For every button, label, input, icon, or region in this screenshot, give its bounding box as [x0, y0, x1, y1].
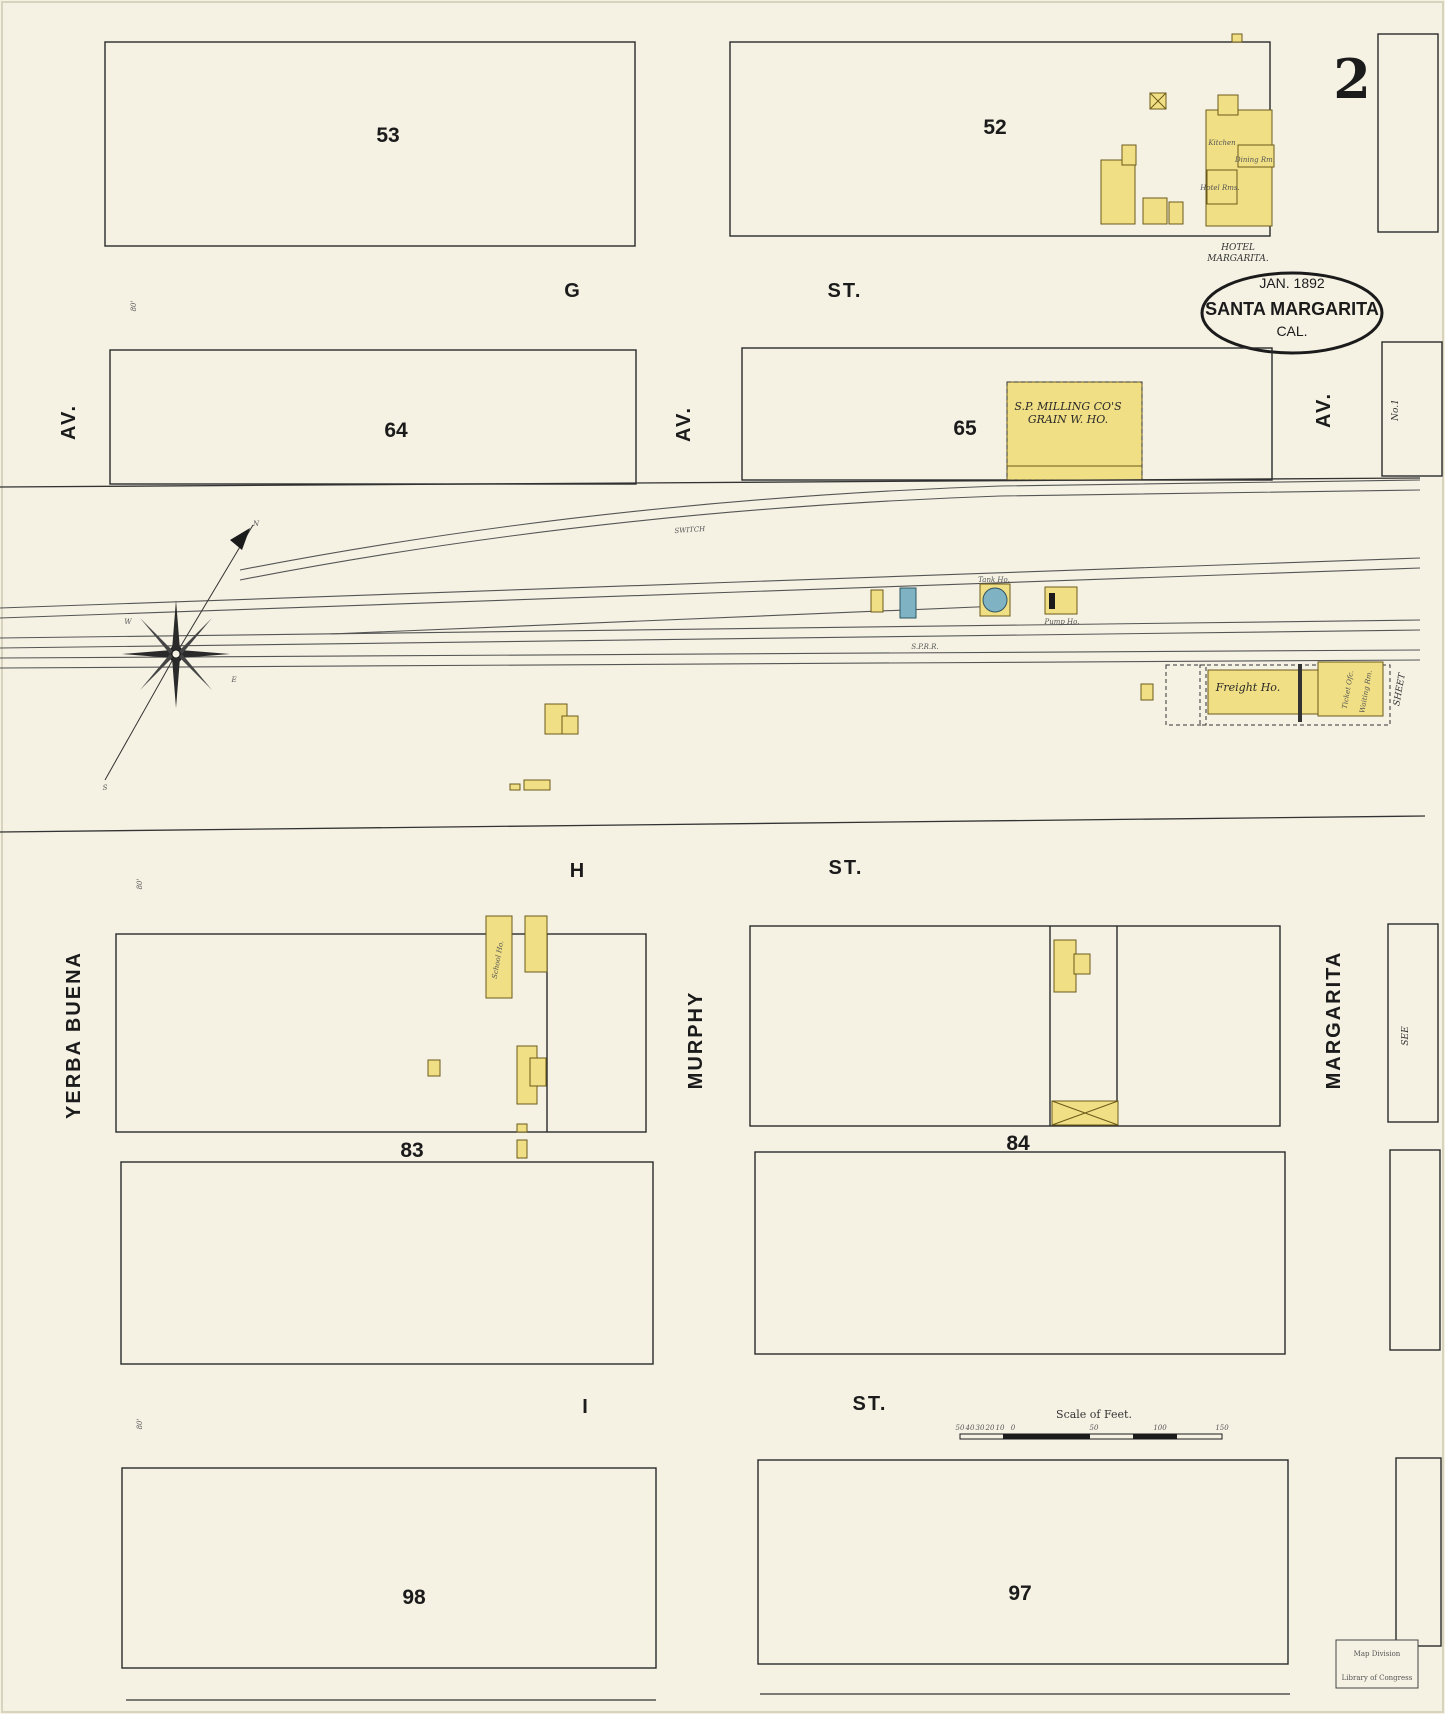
see-label: SEE [1401, 1026, 1411, 1046]
compass-e: E [230, 676, 236, 684]
tank-ho-label: Tank Ho. [978, 576, 1010, 584]
block-98-outline [121, 1467, 657, 1669]
block-number-84: 84 [1006, 1132, 1030, 1155]
i-st-width: 80' [136, 1419, 144, 1430]
av-label-left: AV. [58, 404, 80, 440]
block-83-bottom-outline [120, 1161, 654, 1365]
scale-title: Scale of Feet. [1056, 1408, 1132, 1421]
g-st-suffix: ST. [828, 280, 863, 302]
block-84-top-outline [749, 925, 1281, 1127]
margarita-label: MARGARITA [1323, 951, 1345, 1090]
sheet-edge-label: SHEET [1392, 671, 1408, 706]
block-number-98: 98 [402, 1586, 426, 1609]
switch-label: SWITCH [674, 525, 706, 535]
block-number-64: 64 [384, 419, 408, 442]
railroad-corridor-top [0, 477, 1421, 488]
scale-tick-10: 10 [996, 1424, 1005, 1432]
block-number-97: 97 [1008, 1582, 1031, 1605]
scale-tick-150: 150 [1215, 1424, 1229, 1432]
sheet-number: 2 [1333, 47, 1371, 111]
compass-s: S [103, 784, 108, 792]
dining-rm-label: Dining Rm. [1234, 156, 1275, 164]
adjoining-block-top-right [1377, 33, 1439, 233]
small-structures [509, 703, 579, 791]
block-83-top-outline [115, 933, 647, 1133]
compass-w: W [124, 618, 132, 626]
kitchen-label: Kitchen [1207, 139, 1236, 147]
block-83-buildings: School Ho. [427, 915, 548, 1159]
spr-label: S.P.R.R. [911, 643, 938, 651]
adjoining-block-right-97 [1395, 1457, 1442, 1647]
adjoining-block-right-84-bottom [1389, 1149, 1441, 1351]
block-97-outline [757, 1459, 1289, 1665]
hotel-margarita-cluster: Dining Rm. Kitchen Hotel Rms. [1100, 33, 1275, 227]
block-number-83: 83 [400, 1139, 423, 1162]
i-st-suffix: ST. [853, 1393, 888, 1415]
av-label-right: AV. [1313, 392, 1335, 428]
railroad-tracks [0, 479, 1421, 669]
cartouche-town: SANTA MARGARITA [1205, 299, 1379, 319]
scale-tick-100: 100 [1153, 1424, 1167, 1432]
stamp-line2: Library of Congress [1342, 1674, 1413, 1682]
milling-line1: S.P. MILLING CO'S [1014, 400, 1122, 413]
trackside-structures [870, 583, 1078, 619]
library-stamp: Map Division Library of Congress [1335, 1639, 1419, 1689]
compass-rose: N S E W [103, 520, 260, 792]
cartouche-state: CAL. [1276, 323, 1307, 339]
scale-tick-50b: 50 [1090, 1424, 1099, 1432]
adjoining-block-right-65 [1381, 341, 1443, 477]
scale-tick-30: 30 [976, 1424, 985, 1432]
scale-tick-40: 40 [965, 1424, 975, 1432]
sp-milling-grain-warehouse: S.P. MILLING CO'S GRAIN W. HO. [1006, 381, 1143, 481]
stamp-line1: Map Division [1354, 1650, 1401, 1658]
block-84-bottom-outline [754, 1151, 1286, 1355]
scale-tick-50a: 50 [956, 1424, 965, 1432]
h-st-suffix: ST. [829, 857, 864, 879]
h-st-width: 80' [136, 879, 144, 890]
compass-n: N [252, 520, 260, 528]
scale-of-feet: Scale of Feet. 50 40 30 20 10 0 50 100 1… [956, 1408, 1229, 1440]
murphy-label: MURPHY [685, 991, 707, 1090]
railroad-corridor-bottom [0, 815, 1426, 833]
scale-tick-20: 20 [985, 1424, 995, 1432]
milling-line2: GRAIN W. HO. [1028, 413, 1108, 426]
freight-ho-label: Freight Ho. [1215, 681, 1280, 694]
cartouche-date: JAN. 1892 [1259, 275, 1325, 291]
no1-label: No.1 [1391, 399, 1401, 422]
block-number-53: 53 [376, 124, 399, 147]
g-st-label: G [564, 280, 582, 302]
scale-tick-0: 0 [1011, 1424, 1016, 1432]
block-53-outline [104, 41, 636, 247]
av-label-middle: AV. [673, 406, 695, 442]
i-st-label: I [582, 1396, 590, 1418]
block-number-65: 65 [953, 417, 977, 440]
h-st-label: H [570, 860, 586, 882]
depot-complex: Freight Ho. Ticket Ofc. Waiting Rm. [1140, 661, 1391, 726]
block-number-52: 52 [983, 116, 1006, 139]
pump-ho-label: Pump Ho. [1044, 618, 1080, 626]
yerba-buena-label: YERBA BUENA [63, 951, 85, 1119]
hotel-margarita-line2: MARGARITA. [1206, 254, 1269, 264]
block-64-outline [109, 349, 637, 485]
hotel-margarita-line1: HOTEL [1220, 243, 1255, 253]
g-st-width: 80' [130, 301, 138, 312]
title-cartouche: JAN. 1892 SANTA MARGARITA CAL. [1200, 271, 1384, 355]
block-84-buildings [1051, 939, 1119, 1126]
adjoining-block-right-84 [1387, 923, 1439, 1123]
block-52-outline [729, 41, 1271, 237]
hotel-rms-label: Hotel Rms. [1199, 184, 1239, 192]
